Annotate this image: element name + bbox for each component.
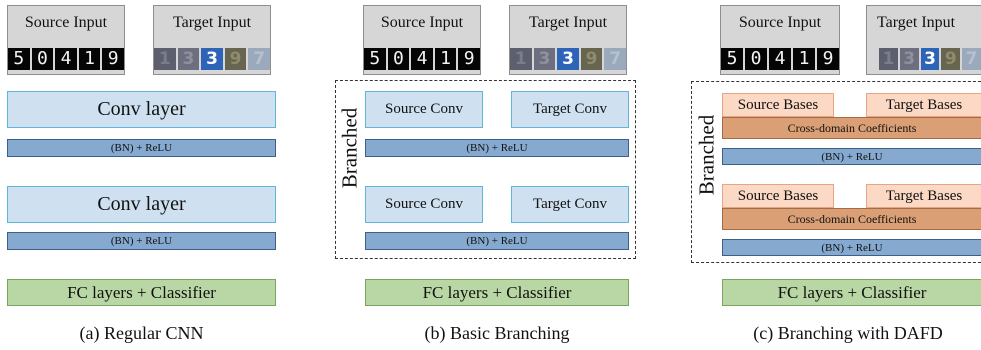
source-digit: 9 [102, 48, 124, 70]
panel-c-caption: (c) Branching with DAFD [753, 323, 943, 343]
source-digit: 4 [411, 48, 433, 70]
source-digit: 4 [769, 48, 791, 70]
panel-b-target-conv-1: Target Conv [511, 91, 629, 128]
target-digit: 3 [899, 48, 919, 70]
panel-c-branched-region [691, 81, 981, 263]
target-digit: 3 [201, 48, 223, 70]
source-digit: 9 [458, 48, 480, 70]
panel-a-conv-layer-2: Conv layer [7, 186, 276, 223]
source-digit: 5 [364, 48, 386, 70]
target-digit: 3 [557, 48, 579, 70]
source-digit-strip: 5 0 4 1 9 [364, 48, 480, 70]
target-digit: 3 [533, 48, 556, 70]
panel-b-bn-relu-2: (BN) + ReLU [365, 232, 629, 250]
panel-c-branched-label: Branched [694, 114, 719, 196]
panel-c-bn-relu-1: (BN) + ReLU [722, 148, 981, 165]
panel-b-fc-classifier: FC layers + Classifier [365, 279, 629, 306]
target-digit: 3 [920, 48, 940, 70]
panel-c-coefficients-1: Cross-domain Coefficients [722, 117, 981, 139]
target-input-title: Target Input [528, 14, 608, 31]
panel-a-target-input-box: Target Input 1 3 3 9 7 [153, 5, 271, 75]
source-input-title: Source Input [24, 14, 108, 31]
panel-c-source-bases-1: Source Bases [722, 93, 834, 117]
panel-b-source-conv-1: Source Conv [365, 91, 483, 128]
target-digit-strip: 1 3 3 9 7 [510, 48, 626, 70]
source-digit-strip: 5 0 4 1 9 [721, 48, 839, 70]
source-digit: 0 [31, 48, 54, 70]
target-digit: 9 [580, 48, 603, 70]
source-digit: 1 [793, 48, 815, 70]
panel-b-caption: (b) Basic Branching [424, 323, 570, 343]
panel-a-conv-layer-1: Conv layer [7, 91, 276, 128]
target-digit: 1 [510, 48, 532, 70]
source-digit-strip: 5 0 4 1 9 [8, 48, 124, 70]
panel-c-target-bases-2: Target Bases [866, 184, 981, 208]
target-digit: 1 [879, 48, 898, 70]
panel-b-branched-label: Branched [337, 107, 362, 189]
panel-a-bn-relu-1: (BN) + ReLU [7, 139, 276, 157]
target-input-title: Target Input [172, 14, 252, 31]
source-digit: 4 [55, 48, 77, 70]
target-digit: 1 [154, 48, 176, 70]
target-digit: 9 [224, 48, 247, 70]
panel-c-source-input-box: Source Input 5 0 4 1 9 [720, 5, 840, 75]
target-digit-strip: 1 3 3 9 7 [154, 48, 270, 70]
source-digit: 5 [8, 48, 30, 70]
target-digit: 7 [604, 48, 626, 70]
panel-c-bn-relu-2: (BN) + ReLU [722, 239, 981, 256]
source-digit: 1 [78, 48, 101, 70]
target-input-title: Target Input [877, 14, 956, 31]
panel-b-source-conv-2: Source Conv [365, 186, 483, 223]
target-digit: 9 [941, 48, 961, 70]
panel-a-bn-relu-2: (BN) + ReLU [7, 232, 276, 250]
target-digit: 3 [177, 48, 200, 70]
panel-b-target-input-box: Target Input 1 3 3 9 7 [509, 5, 627, 75]
target-digit-strip: 1 3 3 9 7 [879, 48, 981, 70]
panel-a-source-input-box: Source Input 5 0 4 1 9 [7, 5, 125, 75]
source-digit: 0 [387, 48, 410, 70]
source-digit: 9 [817, 48, 839, 70]
panel-c-target-bases-1: Target Bases [866, 93, 981, 117]
panel-b-bn-relu-1: (BN) + ReLU [365, 139, 629, 157]
panel-c-source-bases-2: Source Bases [722, 184, 834, 208]
source-input-title: Source Input [380, 14, 464, 31]
panel-c-coefficients-2: Cross-domain Coefficients [722, 208, 981, 230]
panel-a-fc-classifier: FC layers + Classifier [7, 279, 276, 306]
panel-a-caption: (a) Regular CNN [79, 323, 204, 343]
panel-c-target-input-box: Target Input 1 3 3 9 7 [866, 5, 981, 75]
source-digit: 5 [721, 48, 743, 70]
panel-b-branched-region [335, 80, 636, 259]
source-digit: 0 [745, 48, 767, 70]
panel-c-fc-classifier: FC layers + Classifier [722, 279, 981, 306]
panel-b-source-input-box: Source Input 5 0 4 1 9 [363, 5, 481, 75]
target-digit: 7 [248, 48, 270, 70]
panel-b-target-conv-2: Target Conv [511, 186, 629, 223]
target-digit: 7 [962, 48, 981, 70]
source-digit: 1 [434, 48, 457, 70]
source-input-title: Source Input [738, 14, 822, 31]
